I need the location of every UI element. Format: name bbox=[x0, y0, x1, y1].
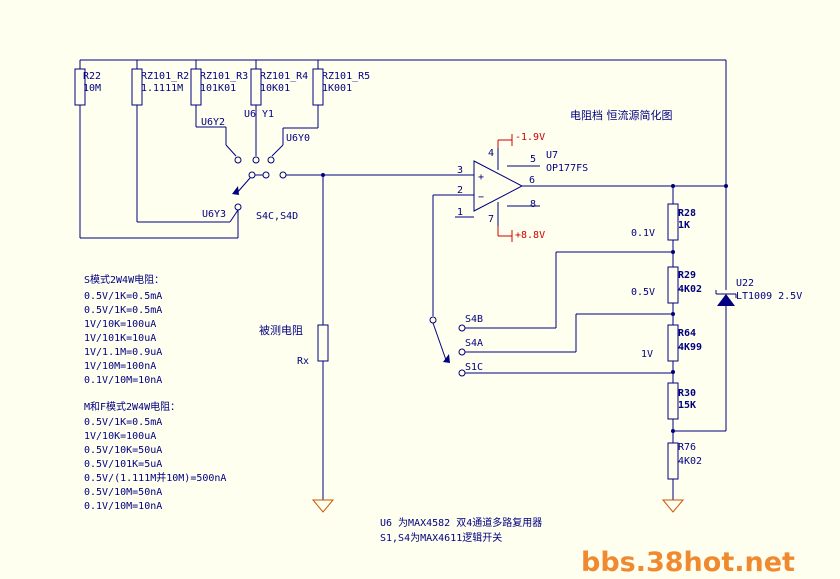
rz101-r5-value: 1K001 bbox=[322, 83, 352, 94]
reference-u22 bbox=[673, 60, 737, 432]
opamp-pin-7: 7 bbox=[488, 214, 494, 225]
opamp-vneg: -1.9V bbox=[515, 132, 545, 143]
r64-value: 4K99 bbox=[678, 342, 702, 353]
s-mode-line-6: 1V/10M=100nA bbox=[84, 361, 156, 372]
s-mode-line-5: 1V/1.1M=0.9uA bbox=[84, 347, 162, 358]
mf-mode-line-1: 0.5V/1K=0.5mA bbox=[84, 417, 162, 428]
opamp-pin-8: 8 bbox=[530, 199, 536, 210]
resistor-r76 bbox=[667, 442, 679, 480]
r30-value: 15K bbox=[678, 400, 696, 411]
mf-mode-line-6: 0.5V/10M=50nA bbox=[84, 487, 162, 498]
s-mode-line-1: 0.5V/1K=0.5mA bbox=[84, 291, 162, 302]
r30-ref: R30 bbox=[678, 388, 696, 399]
watermark: bbs.38hot.net bbox=[581, 547, 795, 578]
mf-mode-title: M和F模式2W4W电阻： bbox=[84, 400, 180, 413]
label-s1c: S1C bbox=[465, 362, 483, 373]
rz101-r2-value: 1.1111M bbox=[141, 83, 183, 94]
rz101-r3-ref: RZ101_R3 bbox=[200, 71, 248, 82]
junction-ref-top bbox=[724, 184, 728, 188]
s-mode-line-3: 1V/10K=100uA bbox=[84, 319, 156, 330]
s-mode-line-4: 1V/101K=10uA bbox=[84, 333, 156, 344]
label-u6: U6 bbox=[244, 109, 256, 120]
rz101-r4-ref: RZ101_R4 bbox=[260, 71, 308, 82]
label-s4b: S4B bbox=[465, 314, 483, 325]
rx-label: 被测电阻 bbox=[259, 324, 303, 337]
resistor-rz101-r2 bbox=[131, 68, 143, 106]
top-wiring bbox=[79, 59, 726, 239]
r76-ref: R76 bbox=[678, 442, 696, 453]
u22-ref: U22 bbox=[736, 278, 754, 289]
resistor-r29 bbox=[667, 266, 679, 304]
opamp-pin-3: 3 bbox=[457, 165, 463, 176]
s-mode-line-2: 0.5V/1K=0.5mA bbox=[84, 305, 162, 316]
svg-text:+: + bbox=[478, 172, 484, 183]
mf-mode-line-5: 0.5V/(1.111M并10M)=500nA bbox=[84, 471, 226, 484]
r28-value: 1K bbox=[678, 220, 690, 231]
resistor-r22 bbox=[74, 68, 86, 106]
r64-ref: R64 bbox=[678, 328, 696, 339]
label-u6y2: U6Y2 bbox=[201, 117, 225, 128]
label-s4a: S4A bbox=[465, 338, 483, 349]
opamp-u7: + − bbox=[433, 134, 726, 242]
resistor-r64 bbox=[667, 324, 679, 362]
label-y1: Y1 bbox=[262, 109, 274, 120]
mf-mode-line-2: 1V/10K=100uA bbox=[84, 431, 156, 442]
s-mode-title: S模式2W4W电阻： bbox=[84, 273, 164, 286]
voltage-05v: 0.5V bbox=[631, 287, 655, 298]
resistor-rz101-r5 bbox=[312, 68, 324, 106]
mf-mode-line-4: 0.5V/101K=5uA bbox=[84, 459, 162, 470]
feedback-switches bbox=[429, 195, 673, 377]
resistor-rz101-r3 bbox=[190, 68, 202, 106]
r76-value: 4K02 bbox=[678, 456, 702, 467]
resistor-r28 bbox=[667, 203, 679, 241]
opamp-pin-5: 5 bbox=[530, 154, 536, 165]
ground-rx bbox=[311, 499, 335, 513]
rx-ref: Rx bbox=[297, 356, 309, 367]
r22-ref: R22 bbox=[83, 71, 101, 82]
resistor-rz101-r4 bbox=[250, 68, 262, 106]
opamp-pin-1: 1 bbox=[457, 207, 463, 218]
ground-r76 bbox=[661, 499, 685, 513]
r22-value: 10M bbox=[83, 83, 101, 94]
u6-multiplexer bbox=[225, 144, 468, 211]
r28-ref: R28 bbox=[678, 208, 696, 219]
opamp-part: OP177FS bbox=[546, 163, 588, 174]
opamp-vpos: +8.8V bbox=[515, 230, 545, 241]
resistor-r30 bbox=[667, 382, 679, 420]
rz101-r5-ref: RZ101_R5 bbox=[322, 71, 370, 82]
s-mode-line-7: 0.1V/10M=10nA bbox=[84, 375, 162, 386]
rz101-r4-value: 10K01 bbox=[260, 83, 290, 94]
rz101-r3-value: 101K01 bbox=[200, 83, 236, 94]
s-note: S1,S4为MAX4611逻辑开关 bbox=[380, 531, 502, 544]
voltage-01v: 0.1V bbox=[631, 228, 655, 239]
r29-ref: R29 bbox=[678, 270, 696, 281]
label-u6y3: U6Y3 bbox=[202, 209, 226, 220]
rz101-r2-ref: RZ101_R2 bbox=[141, 71, 189, 82]
mf-mode-line-7: 0.1V/10M=10nA bbox=[84, 501, 162, 512]
mf-mode-line-3: 0.5V/10K=50uA bbox=[84, 445, 162, 456]
resistor-rx bbox=[317, 324, 329, 362]
opamp-ref: U7 bbox=[546, 150, 558, 161]
opamp-pin-6: 6 bbox=[529, 175, 535, 186]
label-u6y0: U6Y0 bbox=[286, 133, 310, 144]
voltage-1v: 1V bbox=[641, 349, 653, 360]
label-s4c-s4d: S4C,S4D bbox=[256, 211, 298, 222]
u6-note: U6 为MAX4582 双4通道多路复用器 bbox=[380, 516, 542, 529]
opamp-pin-2: 2 bbox=[457, 185, 463, 196]
diagram-title: 电阻档 恒流源简化图 bbox=[570, 108, 673, 122]
r29-value: 4K02 bbox=[678, 284, 702, 295]
svg-text:−: − bbox=[478, 192, 484, 203]
opamp-pin-4: 4 bbox=[488, 148, 494, 159]
u22-part: LT1009 2.5V bbox=[736, 291, 802, 302]
